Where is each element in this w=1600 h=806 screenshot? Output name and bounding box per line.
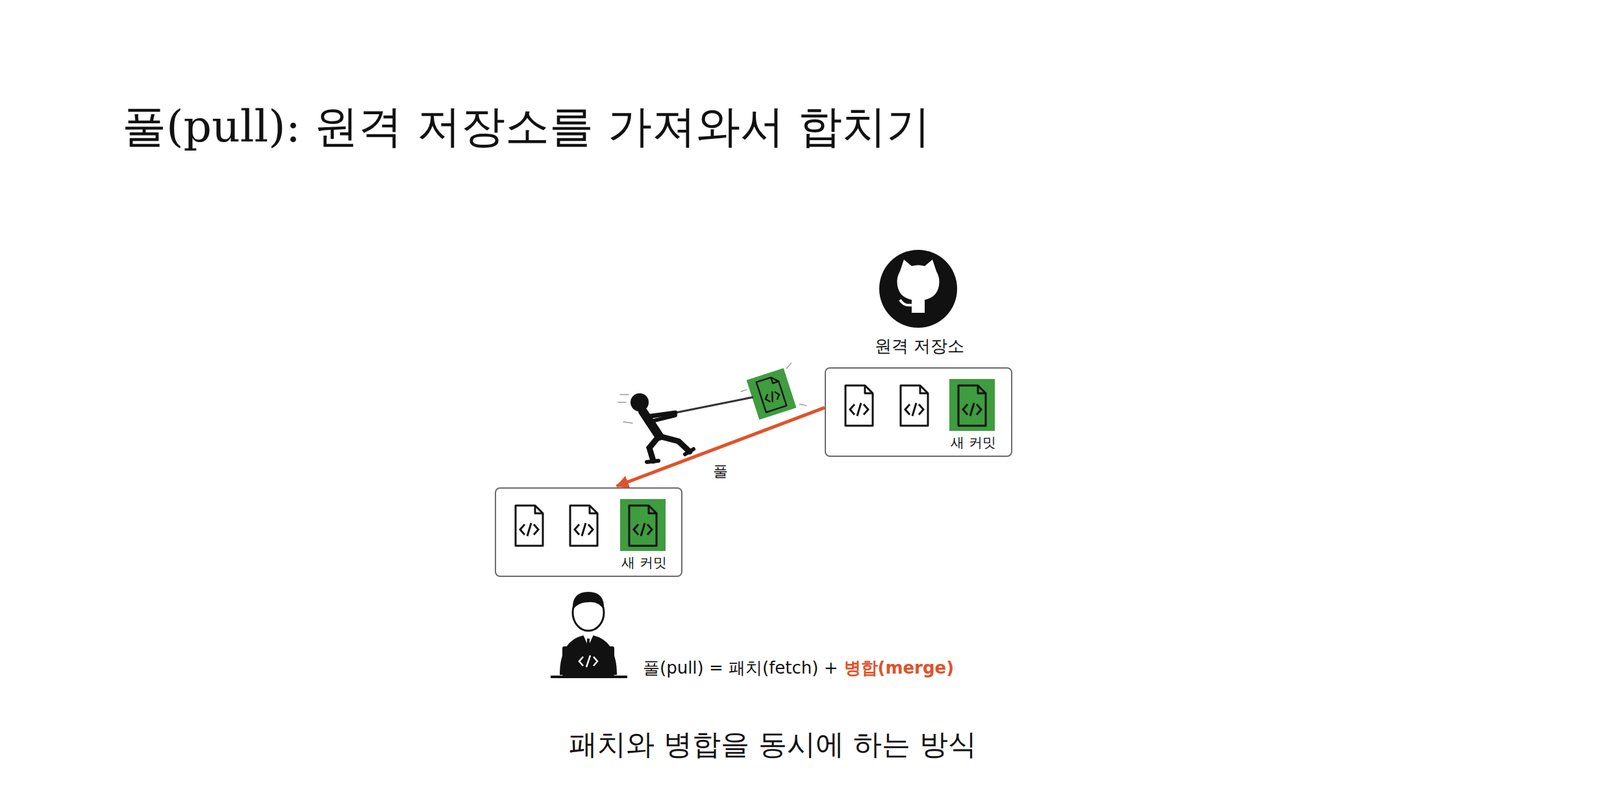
local-repository-box: 새 커밋 <box>494 487 683 578</box>
title: 풀(pull): 원격 저장소를 가져와서 합치기 <box>122 97 931 157</box>
rope <box>675 397 754 413</box>
formula-text: 풀(pull) = 패치(fetch) + <box>642 657 839 680</box>
remote-repository-box: 원격 저장소새 커밋 <box>824 367 1013 458</box>
repository-heading: 원격 저장소 <box>874 335 965 358</box>
formula-highlight: 병합(merge) <box>844 657 955 680</box>
developer <box>550 592 628 678</box>
commit-label: 새 커밋 <box>621 553 667 573</box>
local-files <box>515 499 666 552</box>
pull-arrow <box>616 407 825 487</box>
formula-row: 풀(pull) = 패치(fetch) +병합(merge) <box>642 657 954 680</box>
flying-file <box>735 362 807 425</box>
caption: 패치와 병합을 동시에 하는 방식 <box>568 725 977 765</box>
pulling-person <box>618 393 694 463</box>
remote-files <box>845 379 995 432</box>
edge-label: 풀 <box>711 461 730 482</box>
commit-label: 새 커밋 <box>950 433 997 452</box>
github-icon <box>879 250 958 328</box>
